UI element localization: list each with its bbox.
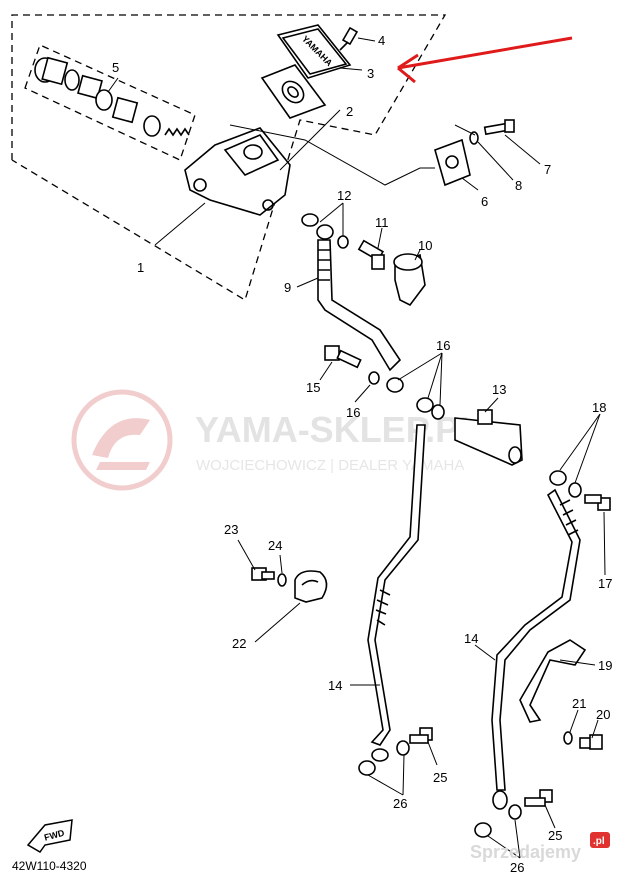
part-21-washer <box>563 731 573 745</box>
label-10: 10 <box>418 238 432 253</box>
part-9-hose <box>301 213 402 372</box>
fwd-arrow-icon: FWD <box>26 819 73 853</box>
label-25a: 25 <box>433 770 447 785</box>
label-26a: 26 <box>393 796 407 811</box>
label-24: 24 <box>268 538 282 553</box>
part-3-reservoir-cover: YAMAHA <box>276 24 352 79</box>
part-26-washer-left-a <box>358 760 376 776</box>
part-2-diaphragm <box>260 64 327 119</box>
label-11: 11 <box>375 215 389 230</box>
sprzedajemy-suffix: .pl <box>593 836 605 847</box>
part-6-bracket <box>434 138 471 187</box>
label-5: 5 <box>112 60 119 75</box>
label-16a: 16 <box>346 405 360 420</box>
part-7-bolt <box>483 119 515 136</box>
part-25-bolt-left <box>409 727 433 744</box>
label-17: 17 <box>598 576 612 591</box>
part-14-brake-hose-right <box>491 488 581 810</box>
label-13: 13 <box>492 382 506 397</box>
part-10-cap <box>393 253 426 307</box>
label-2: 2 <box>346 104 353 119</box>
leader-lines <box>107 37 606 859</box>
part-18-washer-b <box>568 482 582 498</box>
part-labels: 1 2 3 4 5 6 7 8 9 10 11 12 13 14 14 15 1… <box>112 33 612 875</box>
label-14a: 14 <box>328 678 342 693</box>
sprzedajemy-badge <box>590 832 610 848</box>
part-16-washer-a <box>368 371 380 385</box>
part-18-washer-a <box>549 470 567 486</box>
part-8-washer <box>469 131 479 145</box>
part-5-piston-kit <box>34 56 190 137</box>
part-15-bolt <box>324 345 362 369</box>
label-14b: 14 <box>464 631 478 646</box>
label-19: 19 <box>598 658 612 673</box>
part-19-bracket <box>519 639 587 723</box>
part-13-joint <box>454 409 523 466</box>
watermark-subtitle: WOJCIECHOWICZ | DEALER YAMAHA <box>196 457 464 474</box>
part-23-bolt <box>251 567 275 581</box>
label-4: 4 <box>378 33 385 48</box>
part-20-bolt <box>579 734 603 750</box>
label-26b: 26 <box>510 860 524 875</box>
part-11-banjo-bolt <box>357 239 385 270</box>
part-26-washer-right-a <box>474 822 492 838</box>
watermark-logo-icon <box>71 389 173 491</box>
label-23: 23 <box>224 522 238 537</box>
part-12-washer-a <box>337 235 349 249</box>
part-26-washer-left-b <box>396 740 410 756</box>
part-26-washer-right-b <box>508 804 522 820</box>
master-cylinder-body <box>184 127 291 216</box>
diagram-code: 42W110-4320 <box>12 859 87 873</box>
label-15: 15 <box>306 380 320 395</box>
label-18: 18 <box>592 400 606 415</box>
label-20: 20 <box>596 707 610 722</box>
assembly-dashed-outline <box>11 14 447 301</box>
label-25b: 25 <box>548 828 562 843</box>
label-12: 12 <box>337 188 351 203</box>
label-8: 8 <box>515 178 522 193</box>
label-16b: 16 <box>436 338 450 353</box>
part-16-washer-c <box>416 397 434 413</box>
label-22: 22 <box>232 636 246 651</box>
part-4-screw <box>339 26 359 51</box>
part-24-washer <box>277 573 287 587</box>
sprzedajemy-text: Sprzedajemy <box>470 842 581 862</box>
part-25-bolt-right <box>524 789 553 807</box>
part-17-bolt <box>584 494 611 511</box>
label-1: 1 <box>137 260 144 275</box>
sprzedajemy-watermark: Sprzedajemy .pl <box>470 832 610 862</box>
part-16-washer-d <box>431 404 445 420</box>
part-16-washer-b <box>386 377 404 393</box>
sub-assembly-dashed-outline <box>24 44 196 161</box>
part-22-clamp <box>294 570 328 603</box>
label-9: 9 <box>284 280 291 295</box>
label-3: 3 <box>367 66 374 81</box>
label-21: 21 <box>572 696 586 711</box>
part-14-brake-hose-left <box>367 424 426 762</box>
label-6: 6 <box>481 194 488 209</box>
red-pointer-arrow-icon <box>397 36 573 84</box>
label-7: 7 <box>544 162 551 177</box>
